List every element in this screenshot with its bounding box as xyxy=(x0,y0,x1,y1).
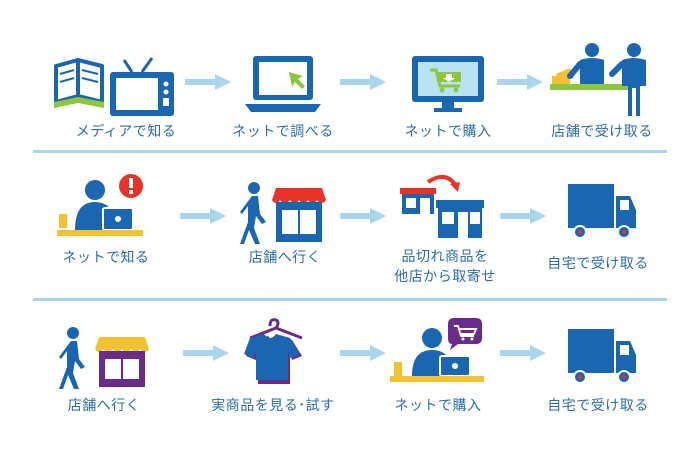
walk-to-store-icon xyxy=(59,327,149,389)
person-laptop-cart-icon xyxy=(390,318,484,382)
step-label: 店舗で受け取る xyxy=(551,124,653,140)
step-label: 店舗へ行く xyxy=(67,398,141,414)
step-label: 実商品を見る･試す xyxy=(211,398,335,414)
laptop-cursor-icon xyxy=(245,56,321,112)
step-label: ネットで購入 xyxy=(404,124,492,140)
flow-arrow xyxy=(340,345,386,361)
store-counter-icon xyxy=(550,43,646,116)
step-label: 自宅で受け取る xyxy=(547,398,649,414)
delivery-truck-icon xyxy=(568,184,636,239)
shirt-hanger-icon xyxy=(244,318,303,384)
flow-arrow xyxy=(500,345,546,361)
flow-arrow xyxy=(497,74,543,90)
flow-arrow xyxy=(185,74,231,90)
flow-arrow xyxy=(340,74,386,90)
person-laptop-alert-icon xyxy=(57,174,143,236)
delivery-truck-icon xyxy=(568,329,636,384)
step-label: ネットで購入 xyxy=(394,398,482,414)
step-label: メディアで知る xyxy=(75,124,177,140)
step-label: 他店から取寄せ xyxy=(394,269,496,285)
flow-arrow xyxy=(183,345,229,361)
step-label: ネットで調べる xyxy=(232,124,334,140)
flow-arrow xyxy=(340,208,386,224)
walk-to-store-icon xyxy=(240,182,326,244)
monitor-cart-icon xyxy=(412,56,484,112)
step-label: 品切れ商品を xyxy=(401,249,489,265)
step-label: 自宅で受け取る xyxy=(547,256,649,272)
row-divider xyxy=(33,298,667,301)
store-transfer-icon xyxy=(400,174,484,238)
flow-arrow xyxy=(180,208,226,224)
flow-arrow xyxy=(500,208,546,224)
step-label: ネットで知る xyxy=(62,250,150,266)
book-and-tv-icon xyxy=(54,57,174,116)
row-divider xyxy=(33,150,667,153)
step-label: 店舗へ行く xyxy=(248,250,322,266)
